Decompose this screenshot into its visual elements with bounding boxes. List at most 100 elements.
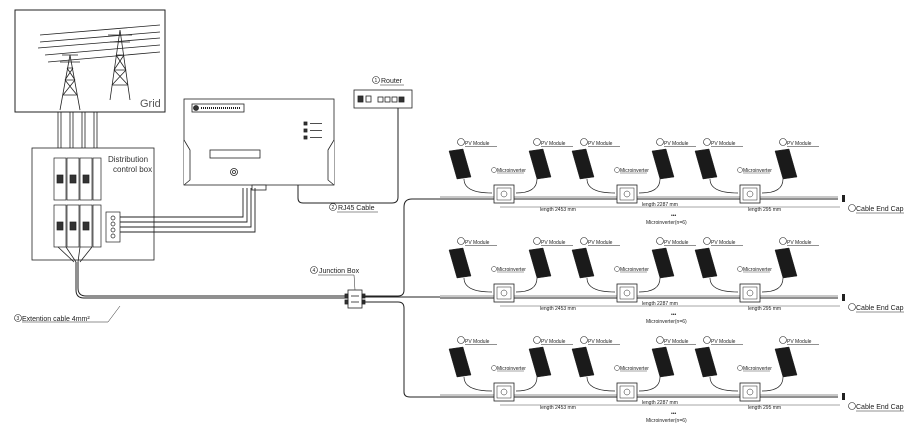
pv-wire (515, 376, 538, 392)
trunk-cables (362, 198, 440, 398)
microinverter-port (500, 289, 508, 297)
pv-module-icon (774, 148, 798, 180)
pv-module-label: PV Module (664, 141, 689, 147)
pv-module-icon (528, 247, 552, 279)
pv-module-icon (571, 247, 595, 279)
router-icon (353, 89, 413, 109)
microinverter-face (619, 187, 635, 201)
microinverter-port (500, 388, 508, 396)
pv-marker (703, 138, 711, 146)
pv-module-label: PV Module (588, 240, 613, 246)
rj45-label: RJ45 Cable (338, 205, 375, 212)
length-a-label: length 2453 mm (540, 306, 576, 312)
pv-module-label: PV Module (787, 339, 812, 345)
pv-module-label: PV Module (664, 240, 689, 246)
microinverter-port (746, 289, 754, 297)
micro-marker (491, 167, 497, 173)
microinverter-face (496, 385, 512, 399)
microinverter-label: Microinverter (497, 168, 526, 174)
extension-label: Extention cable 4mm² (22, 316, 90, 323)
cable-end-cap-icon (842, 393, 845, 400)
pv-marker (779, 138, 787, 146)
microinverter-port (746, 190, 754, 198)
microinverter-face (619, 286, 635, 300)
pv-module-icon (774, 247, 798, 279)
microinverter-label: Microinverter (620, 168, 649, 174)
pv-marker (533, 336, 541, 344)
distribution-label-2: control box (113, 165, 152, 174)
micro-marker (491, 266, 497, 272)
pv-module-icon (774, 346, 798, 378)
pv-module-icon (651, 247, 675, 279)
end-cap-label: Cable End Cap (856, 305, 904, 312)
microinverter-port (746, 388, 754, 396)
pv-wire (761, 178, 784, 194)
pv-wire (463, 376, 493, 392)
pv-marker (580, 336, 588, 344)
pv-row: Cable End Cap PV Module PV ModuleMicroinve… (440, 138, 904, 226)
microinverter-face (742, 187, 758, 201)
router-label-group: 1 Router (372, 76, 404, 86)
pv-module-icon (694, 148, 718, 180)
microinverter-label: Microinverter (497, 366, 526, 372)
pv-wire (761, 277, 784, 293)
microinverter-label: Microinverter (743, 168, 772, 174)
ellipsis-marker: ••• (671, 213, 677, 219)
pv-module-label: PV Module (588, 339, 613, 345)
svg-text:4: 4 (313, 268, 316, 274)
microinverter-count-label: Microinverter(n=6) (646, 220, 687, 226)
microinverter-port (623, 388, 631, 396)
pv-wire (709, 178, 739, 194)
svg-text:1: 1 (375, 78, 378, 84)
end-cap-label: Cable End Cap (856, 206, 904, 213)
pv-module-label: PV Module (664, 339, 689, 345)
junction-box (344, 289, 366, 309)
microinverter-label: Microinverter (743, 267, 772, 273)
cable-end-cap-icon (842, 294, 845, 301)
length-a-label: length 2453 mm (540, 405, 576, 411)
pv-wire (709, 376, 739, 392)
length-c-label: length 295 mm (748, 207, 781, 213)
distribution-label-1: Distribution (108, 155, 148, 164)
microinverter-port (623, 190, 631, 198)
pv-module-icon (448, 247, 472, 279)
microinverter-label: Microinverter (620, 267, 649, 273)
micro-marker (737, 365, 743, 371)
pv-wire (586, 277, 616, 293)
microinverter-face (742, 385, 758, 399)
microinverter-label: Microinverter (620, 366, 649, 372)
pv-marker (656, 336, 664, 344)
pv-module-label: PV Module (787, 240, 812, 246)
microinverter-label: Microinverter (497, 267, 526, 273)
end-cap-marker (848, 204, 856, 212)
pv-marker (656, 138, 664, 146)
microinverter-port (623, 289, 631, 297)
end-cap-marker (848, 402, 856, 410)
pv-marker (457, 138, 465, 146)
microinverter-count-label: Microinverter(n=6) (646, 418, 687, 424)
end-cap-marker (848, 303, 856, 311)
gateway-cables (120, 188, 256, 233)
pv-module-icon (651, 346, 675, 378)
pv-marker (779, 237, 787, 245)
microinverter-face (619, 385, 635, 399)
ellipsis-marker: ••• (671, 312, 677, 318)
grid-cables (57, 112, 98, 148)
pv-module-icon (448, 148, 472, 180)
junction-label: Junction Box (319, 268, 360, 275)
pv-module-label: PV Module (711, 339, 736, 345)
pv-wire (709, 277, 739, 293)
extension-label-group: 3 Extention cable 4mm² (14, 305, 121, 323)
pv-module-icon (571, 148, 595, 180)
pv-module-label: PV Module (588, 141, 613, 147)
transmission-tower-icon (37, 24, 161, 111)
pv-module-label: PV Module (541, 339, 566, 345)
micro-marker (614, 167, 620, 173)
rj45-cable (297, 108, 399, 204)
pv-marker (580, 237, 588, 245)
pv-module-icon (571, 346, 595, 378)
pv-wire (515, 277, 538, 293)
svg-text:3: 3 (17, 316, 20, 322)
